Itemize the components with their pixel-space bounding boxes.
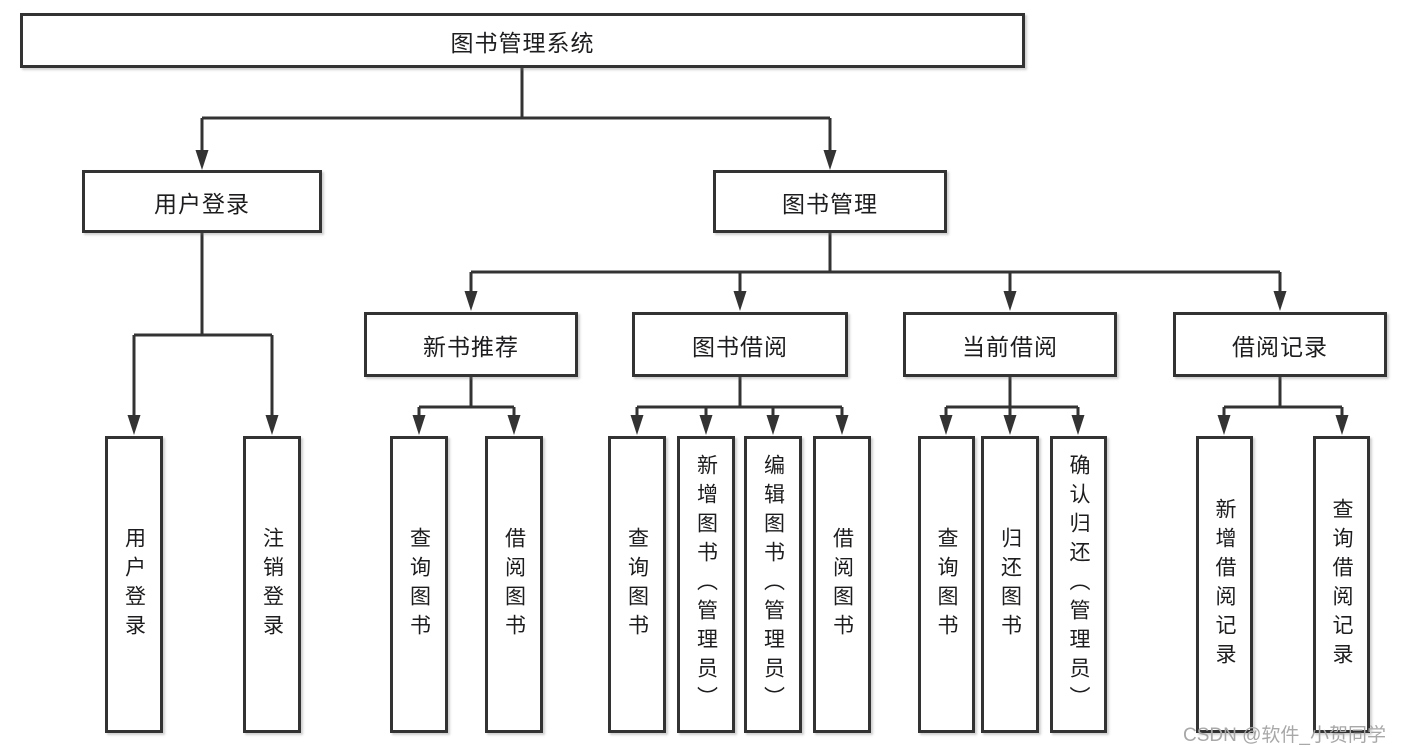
arrowhead — [1003, 415, 1017, 435]
leaf-current-return-books: 归还图书 — [981, 436, 1039, 733]
node-user-login: 用户登录 — [82, 170, 322, 233]
arrowhead — [939, 415, 953, 435]
leaf-records-add-record: 新增借阅记录 — [1196, 436, 1253, 733]
connector-records-to-leaves — [1222, 377, 1344, 417]
leaf-label: 新增图书（管理员） — [694, 454, 718, 715]
arrowhead — [412, 415, 426, 435]
leaf-current-query-books: 查询图书 — [918, 436, 975, 733]
leaf-label: 查询借阅记录 — [1330, 497, 1353, 672]
node-book-management: 图书管理 — [713, 170, 947, 233]
arrowhead — [1273, 291, 1287, 311]
arrowhead — [127, 415, 141, 435]
arrowhead — [630, 415, 644, 435]
arrowhead — [195, 150, 209, 170]
leaf-borrow-add-books-admin: 新增图书（管理员） — [677, 436, 735, 733]
arrowhead — [766, 415, 780, 435]
node-new-book-recommend: 新书推荐 — [364, 312, 578, 377]
node-current-borrow: 当前借阅 — [903, 312, 1117, 377]
leaf-logout: 注销登录 — [243, 436, 301, 733]
arrowhead — [699, 415, 713, 435]
leaf-borrow-edit-books-admin: 编辑图书（管理员） — [744, 436, 802, 733]
node-borrow-records: 借阅记录 — [1173, 312, 1387, 377]
leaf-label: 用户登录 — [122, 526, 146, 643]
connector-borrow-to-leaves — [635, 377, 844, 417]
arrowhead — [1217, 415, 1231, 435]
leaf-current-confirm-return-admin: 确认归还（管理员） — [1050, 436, 1107, 733]
leaf-label: 注销登录 — [260, 526, 284, 643]
leaf-label: 查询图书 — [407, 526, 431, 643]
csdn-watermark: CSDN @软件_小贺同学 — [1183, 725, 1386, 746]
leaf-recommend-query-books: 查询图书 — [390, 436, 448, 733]
arrowhead — [1335, 415, 1349, 435]
arrowhead — [823, 150, 837, 170]
connector-current-to-leaves — [944, 377, 1080, 417]
leaf-label: 新增借阅记录 — [1213, 497, 1236, 672]
leaf-recommend-borrow-books: 借阅图书 — [485, 436, 543, 733]
arrowhead — [1003, 291, 1017, 311]
leaf-borrow-query-books: 查询图书 — [608, 436, 666, 733]
leaf-label: 借阅图书 — [502, 526, 526, 643]
connector-bookmgmt-to-level3 — [469, 233, 1282, 293]
arrowhead — [265, 415, 279, 435]
leaf-label: 编辑图书（管理员） — [761, 454, 785, 715]
arrowhead — [507, 415, 521, 435]
node-root: 图书管理系统 — [20, 13, 1025, 68]
arrowhead — [1071, 415, 1085, 435]
leaf-label: 归还图书 — [998, 526, 1022, 643]
connector-userlogin-to-leaves — [132, 233, 274, 417]
connector-recommend-to-leaves — [417, 377, 516, 417]
arrowhead — [733, 291, 747, 311]
arrowhead — [835, 415, 849, 435]
leaf-label: 借阅图书 — [830, 526, 854, 643]
node-book-borrow: 图书借阅 — [632, 312, 848, 377]
leaf-records-query-record: 查询借阅记录 — [1313, 436, 1370, 733]
connector-root-to-level2 — [200, 68, 832, 152]
leaf-label: 确认归还（管理员） — [1067, 454, 1090, 715]
leaf-user-login: 用户登录 — [105, 436, 163, 733]
leaf-borrow-borrow-books: 借阅图书 — [813, 436, 871, 733]
leaf-label: 查询图书 — [625, 526, 649, 643]
leaf-label: 查询图书 — [935, 526, 958, 643]
arrowhead — [464, 291, 478, 311]
